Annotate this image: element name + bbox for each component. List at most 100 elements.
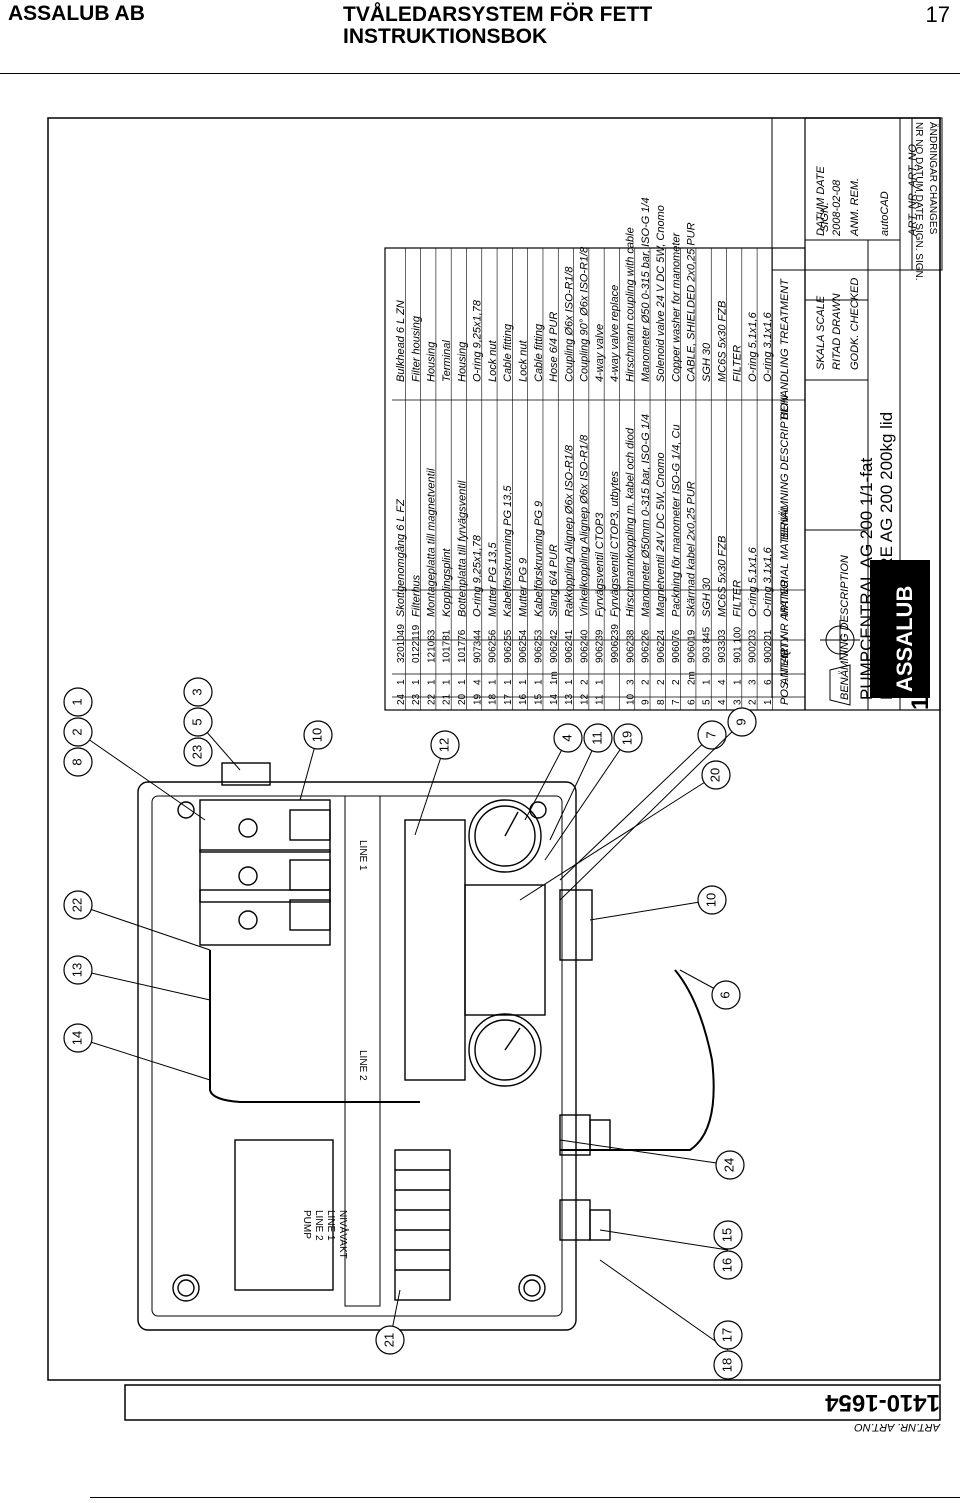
callout-circle: [613, 723, 643, 753]
parts-cell-pos: 20: [457, 693, 468, 705]
parts-cell-pos: 9: [641, 699, 652, 705]
parts-header-art: ART.NR ART.NO: [779, 580, 791, 664]
parts-cell-en: Coupling Ø6x ISO-R1/8: [563, 266, 575, 382]
callout-circle: [430, 730, 460, 760]
parts-cell-qty: 1: [564, 679, 575, 685]
parts-header-treatment: BEHANDLING TREATMENT: [779, 278, 791, 420]
parts-cell-pos: 16: [518, 693, 529, 705]
parts-cell-en: Cable fitting: [502, 323, 514, 382]
title-datum: 2008-02-08: [831, 179, 843, 237]
callout-circle: [63, 890, 93, 920]
callout-circle: [63, 955, 93, 985]
title-anm-value: autoCAD: [879, 191, 891, 236]
parts-header-qty: ANT. QTY: [779, 635, 791, 686]
parts-cell-qty: 1: [518, 679, 529, 685]
parts-cell-pos: 24: [396, 693, 407, 705]
parts-header-pos: POS. ITEM: [779, 649, 791, 705]
callout-circle: [713, 1320, 743, 1350]
callout-circle: [63, 717, 93, 747]
callout-number: 12: [436, 738, 451, 752]
parts-cell-qty: 1m: [549, 671, 560, 685]
changes-header: ÄNDRINGAR CHANGES: [927, 122, 939, 235]
parts-cell-qty: 3: [748, 679, 759, 685]
callout-leader: [524, 737, 569, 821]
callout-circle: [553, 723, 583, 753]
parts-cell-en: O-ring 5,1x1,6: [747, 311, 759, 382]
callout-circle: [183, 707, 213, 737]
parts-cell-sv: Mutter PG 13,5: [487, 542, 499, 617]
parts-cell-qty: 4: [717, 679, 728, 685]
parts-cell-pos: 2: [748, 699, 759, 705]
callout-number: 17: [719, 1328, 734, 1342]
parts-header-material: MATERIAL MATERIAL: [779, 506, 791, 617]
parts-cell-art: 906076: [671, 629, 682, 663]
parts-cell-qty: 6: [763, 679, 774, 685]
parts-cell-art: 101776: [457, 629, 468, 663]
parts-cell-qty: 1: [442, 679, 453, 685]
parts-cell-sv: Vinkelkoppling Alignep Ø6x ISO-R1/8: [579, 434, 591, 617]
callout-number: 8: [69, 758, 84, 765]
parts-cell-sv: O-ring 9,25x1,78: [472, 534, 484, 617]
parts-cell-art: 906239: [595, 629, 606, 663]
parts-cell-en: Manometer Ø50 0-315 bar, ISO-G 1/4: [640, 197, 652, 382]
parts-cell-qty: 1: [426, 679, 437, 685]
callout-leader: [559, 1139, 731, 1166]
callout-number: 1: [69, 698, 84, 705]
parts-cell-en: O-ring 9,25x1,78: [472, 299, 484, 382]
parts-list: ÄNDRINGAR CHANGES NR NO DATUM DATE SIGN.…: [771, 117, 943, 698]
parts-cell-art: 906242: [549, 629, 560, 663]
parts-cell-pos: 23: [411, 693, 422, 705]
parts-cell-art: 906238: [625, 629, 636, 663]
svg-text:ASSALUB: ASSALUB: [892, 586, 917, 692]
callout-number: 24: [721, 1158, 736, 1172]
parts-cell-art: 906255: [503, 629, 514, 663]
parts-cell-en: 4-way valve replace: [609, 285, 621, 382]
callout-number: 2: [69, 728, 84, 735]
parts-cell-sv: O-ring 3,1x1,6: [762, 546, 774, 617]
label-line2b: LINE 2: [313, 1210, 324, 1241]
parts-cell-pos: 13: [564, 693, 575, 705]
callout-circle: [583, 723, 613, 753]
title-ritad: RITAD DRAWN: [831, 293, 843, 370]
parts-cell-sv: Kopplingsplint: [441, 548, 453, 617]
callout-circle: [727, 707, 757, 737]
parts-cell-pos: 21: [442, 693, 453, 705]
callout-leader: [589, 899, 713, 921]
parts-cell-en: Filter housing: [410, 315, 422, 382]
callout-number: 15: [719, 1228, 734, 1242]
parts-cell-sv: Mutter PG 9: [517, 558, 529, 617]
callout-leader: [77, 969, 211, 1001]
callout-number: 19: [619, 731, 634, 745]
parts-cell-sv: SGH 30: [701, 577, 713, 617]
title-block: [804, 117, 941, 711]
parts-cell-art: 906226: [641, 629, 652, 663]
page-number: 17: [925, 2, 950, 27]
stamp-box: [124, 1384, 941, 1421]
callout-circle: [701, 760, 731, 790]
parts-cell-sv: Kabelförskruvning PG 13,5: [502, 485, 514, 617]
callout-leader: [599, 1229, 729, 1251]
callout-leader: [77, 1037, 211, 1081]
stamp-label: ART.NR. ART.NO: [854, 1421, 941, 1433]
parts-cell-sv: FILTER: [732, 580, 744, 617]
title-skala: SKALA SCALE: [815, 295, 827, 370]
callout-number: 4: [559, 734, 574, 741]
parts-cell-sv: Rakkoppling Alignep Ø6x ISO-R1/8: [563, 444, 575, 617]
parts-cell-pos: 6: [686, 699, 697, 705]
parts-cell-art: 906253: [533, 629, 544, 663]
parts-cell-sv: Skärmad kabel 2x0,25 PUR: [686, 481, 698, 617]
parts-cell-sv: Skottgenomgång 6 L FZ: [395, 498, 407, 617]
title-artnr-label: ART. NR. ART. NO: [907, 144, 919, 237]
parts-cell-pos: 18: [488, 693, 499, 705]
parts-cell-qty: 1: [488, 679, 499, 685]
changes-cols: NR NO DATUM DATE SIGN. SIGN.: [913, 122, 924, 281]
parts-cell-art: 0122119: [411, 624, 422, 663]
parts-cell-art: 907344: [472, 629, 483, 663]
parts-cell-pos: 12: [579, 693, 590, 705]
parts-cell-sv: Kabelförskruvning PG 9: [533, 501, 545, 617]
parts-cell-en: Cable fitting: [533, 323, 545, 382]
document-title: TVÅLEDARSYSTEM FÖR FETT INSTRUKTIONSBOK: [343, 4, 652, 48]
parts-cell-qty: 1: [411, 679, 422, 685]
callout-number: 5: [189, 718, 204, 725]
